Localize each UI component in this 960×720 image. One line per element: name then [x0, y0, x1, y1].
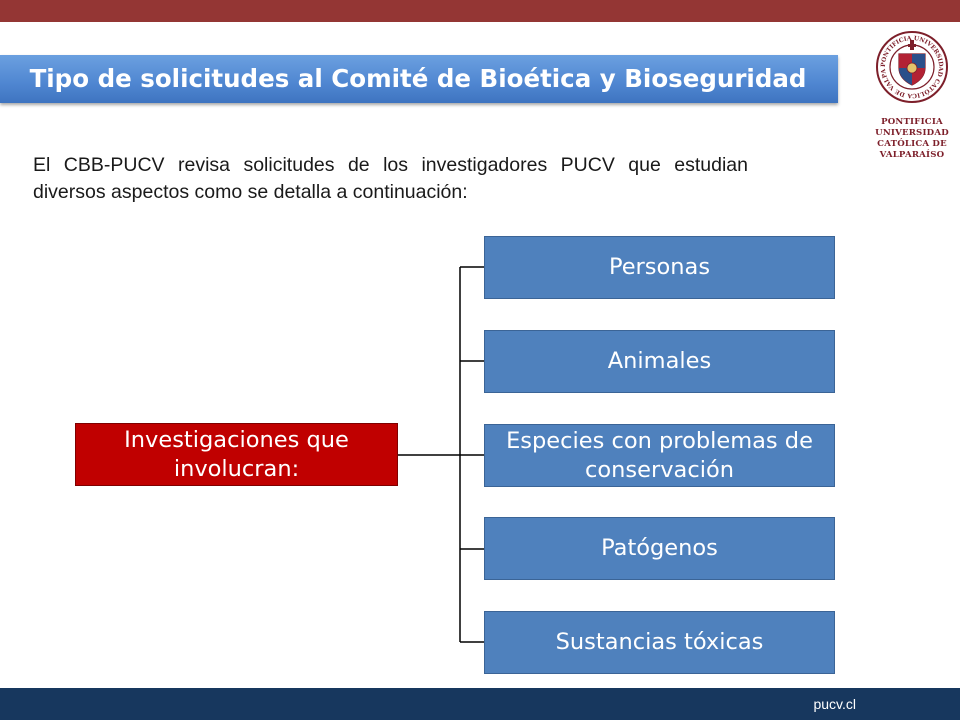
- branch-node-personas: Personas: [484, 236, 835, 299]
- title-banner: Tipo de solicitudes al Comité de Bioétic…: [0, 55, 838, 103]
- slide-title: Tipo de solicitudes al Comité de Bioétic…: [29, 64, 807, 93]
- branch-node-sustancias: Sustancias tóxicas: [484, 611, 835, 674]
- logo-line: UNIVERSIDAD: [875, 128, 949, 138]
- logo-line: CATÓLICA DE: [877, 139, 947, 149]
- top-accent-bar: [0, 0, 960, 22]
- branch-node-label: Personas: [608, 254, 711, 280]
- university-logo: PONTIFICIA UNIVERSIDAD CATÓLICA DE VALPA…: [870, 30, 954, 165]
- branch-node-animales: Animales: [484, 330, 835, 393]
- logo-line: PONTIFICIA: [881, 117, 943, 127]
- branch-node-label: Sustancias tóxicas: [555, 629, 764, 655]
- root-node: Investigaciones que involucran:: [75, 423, 398, 486]
- university-name: PONTIFICIA UNIVERSIDAD CATÓLICA DE VALPA…: [870, 117, 954, 161]
- intro-paragraph: El CBB-PUCV revisa solicitudes de los in…: [33, 154, 748, 203]
- logo-line: VALPARAÍSO: [879, 150, 945, 160]
- root-node-label: Investigaciones que involucran:: [124, 426, 349, 482]
- footer-bar: pucv.cl: [0, 688, 960, 720]
- branch-node-especies: Especies con problemas de conservación: [484, 424, 835, 487]
- university-seal-icon: PONTIFICIA UNIVERSIDAD CATÓLICA DE VALPA…: [875, 30, 948, 103]
- branch-node-label: Animales: [607, 348, 712, 374]
- branch-node-patogenos: Patógenos: [484, 517, 835, 580]
- footer-website-link[interactable]: pucv.cl: [813, 696, 856, 712]
- branch-node-label: Patógenos: [601, 535, 718, 561]
- branch-node-label: Especies con problemas de conservación: [506, 427, 813, 483]
